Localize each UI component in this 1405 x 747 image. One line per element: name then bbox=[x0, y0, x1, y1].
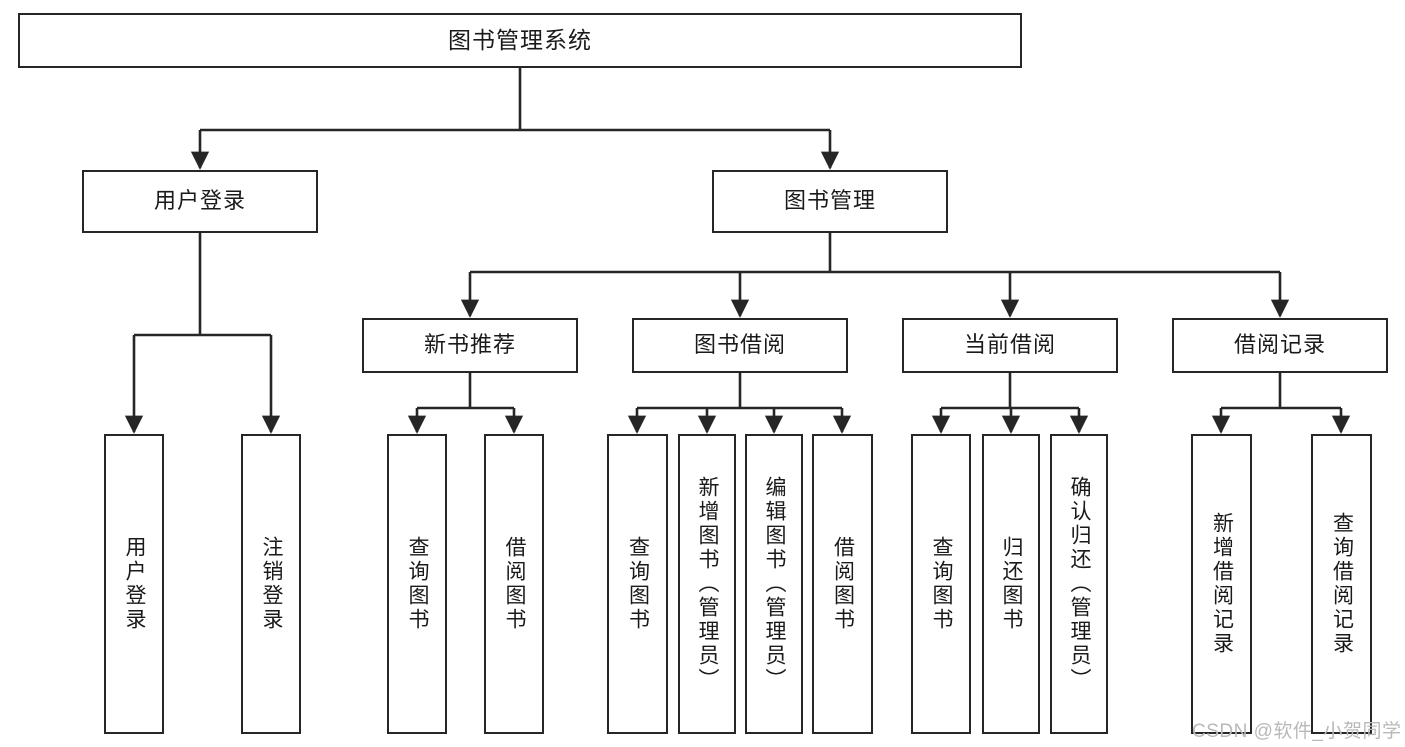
node-login[interactable]: 用户登录 bbox=[82, 170, 318, 233]
node-label: 查询图书 bbox=[626, 536, 650, 632]
node-l-logout[interactable]: 注销登录 bbox=[241, 434, 301, 734]
node-label: 图书管理系统 bbox=[448, 26, 592, 53]
node-l-bw-add[interactable]: 新增图书（管理员） bbox=[678, 434, 736, 734]
node-newbook[interactable]: 新书推荐 bbox=[362, 318, 578, 373]
node-borrow[interactable]: 图书借阅 bbox=[632, 318, 848, 373]
node-records[interactable]: 借阅记录 bbox=[1172, 318, 1388, 373]
node-label: 图书管理 bbox=[783, 188, 876, 214]
node-label: 用户登录 bbox=[123, 536, 147, 632]
node-label: 查询借阅记录 bbox=[1330, 512, 1354, 656]
node-label: 新增借阅记录 bbox=[1210, 512, 1234, 656]
node-bookmgmt[interactable]: 图书管理 bbox=[712, 170, 948, 233]
node-label: 确认归还（管理员） bbox=[1068, 476, 1092, 692]
node-label: 用户登录 bbox=[153, 188, 246, 214]
node-l-rc-add[interactable]: 新增借阅记录 bbox=[1191, 434, 1252, 734]
node-root[interactable]: 图书管理系统 bbox=[18, 13, 1022, 68]
node-l-cu-confirm[interactable]: 确认归还（管理员） bbox=[1050, 434, 1108, 734]
node-label: 借阅图书 bbox=[503, 536, 527, 632]
node-label: 查询图书 bbox=[930, 536, 954, 632]
node-label: 图书借阅 bbox=[693, 332, 786, 358]
node-l-userlogin[interactable]: 用户登录 bbox=[104, 434, 164, 734]
node-l-bw-borrow[interactable]: 借阅图书 bbox=[812, 434, 873, 734]
node-l-bw-query[interactable]: 查询图书 bbox=[607, 434, 668, 734]
node-l-bw-edit[interactable]: 编辑图书（管理员） bbox=[745, 434, 803, 734]
node-l-cu-query[interactable]: 查询图书 bbox=[911, 434, 971, 734]
node-label: 新增图书（管理员） bbox=[696, 476, 720, 692]
node-l-nb-borrow[interactable]: 借阅图书 bbox=[484, 434, 544, 734]
node-label: 借阅图书 bbox=[831, 536, 855, 632]
node-label: 编辑图书（管理员） bbox=[763, 476, 787, 692]
node-label: 查询图书 bbox=[406, 536, 430, 632]
node-label: 注销登录 bbox=[260, 536, 284, 632]
csdn-watermark: CSDN @软件_小贺同学 bbox=[1192, 721, 1402, 742]
node-l-nb-query[interactable]: 查询图书 bbox=[387, 434, 447, 734]
node-l-rc-query[interactable]: 查询借阅记录 bbox=[1311, 434, 1372, 734]
node-current[interactable]: 当前借阅 bbox=[902, 318, 1118, 373]
node-label: 归还图书 bbox=[1000, 536, 1024, 632]
node-label: 借阅记录 bbox=[1233, 332, 1326, 358]
node-label: 当前借阅 bbox=[963, 332, 1056, 358]
node-l-cu-return[interactable]: 归还图书 bbox=[982, 434, 1040, 734]
node-label: 新书推荐 bbox=[423, 332, 516, 358]
